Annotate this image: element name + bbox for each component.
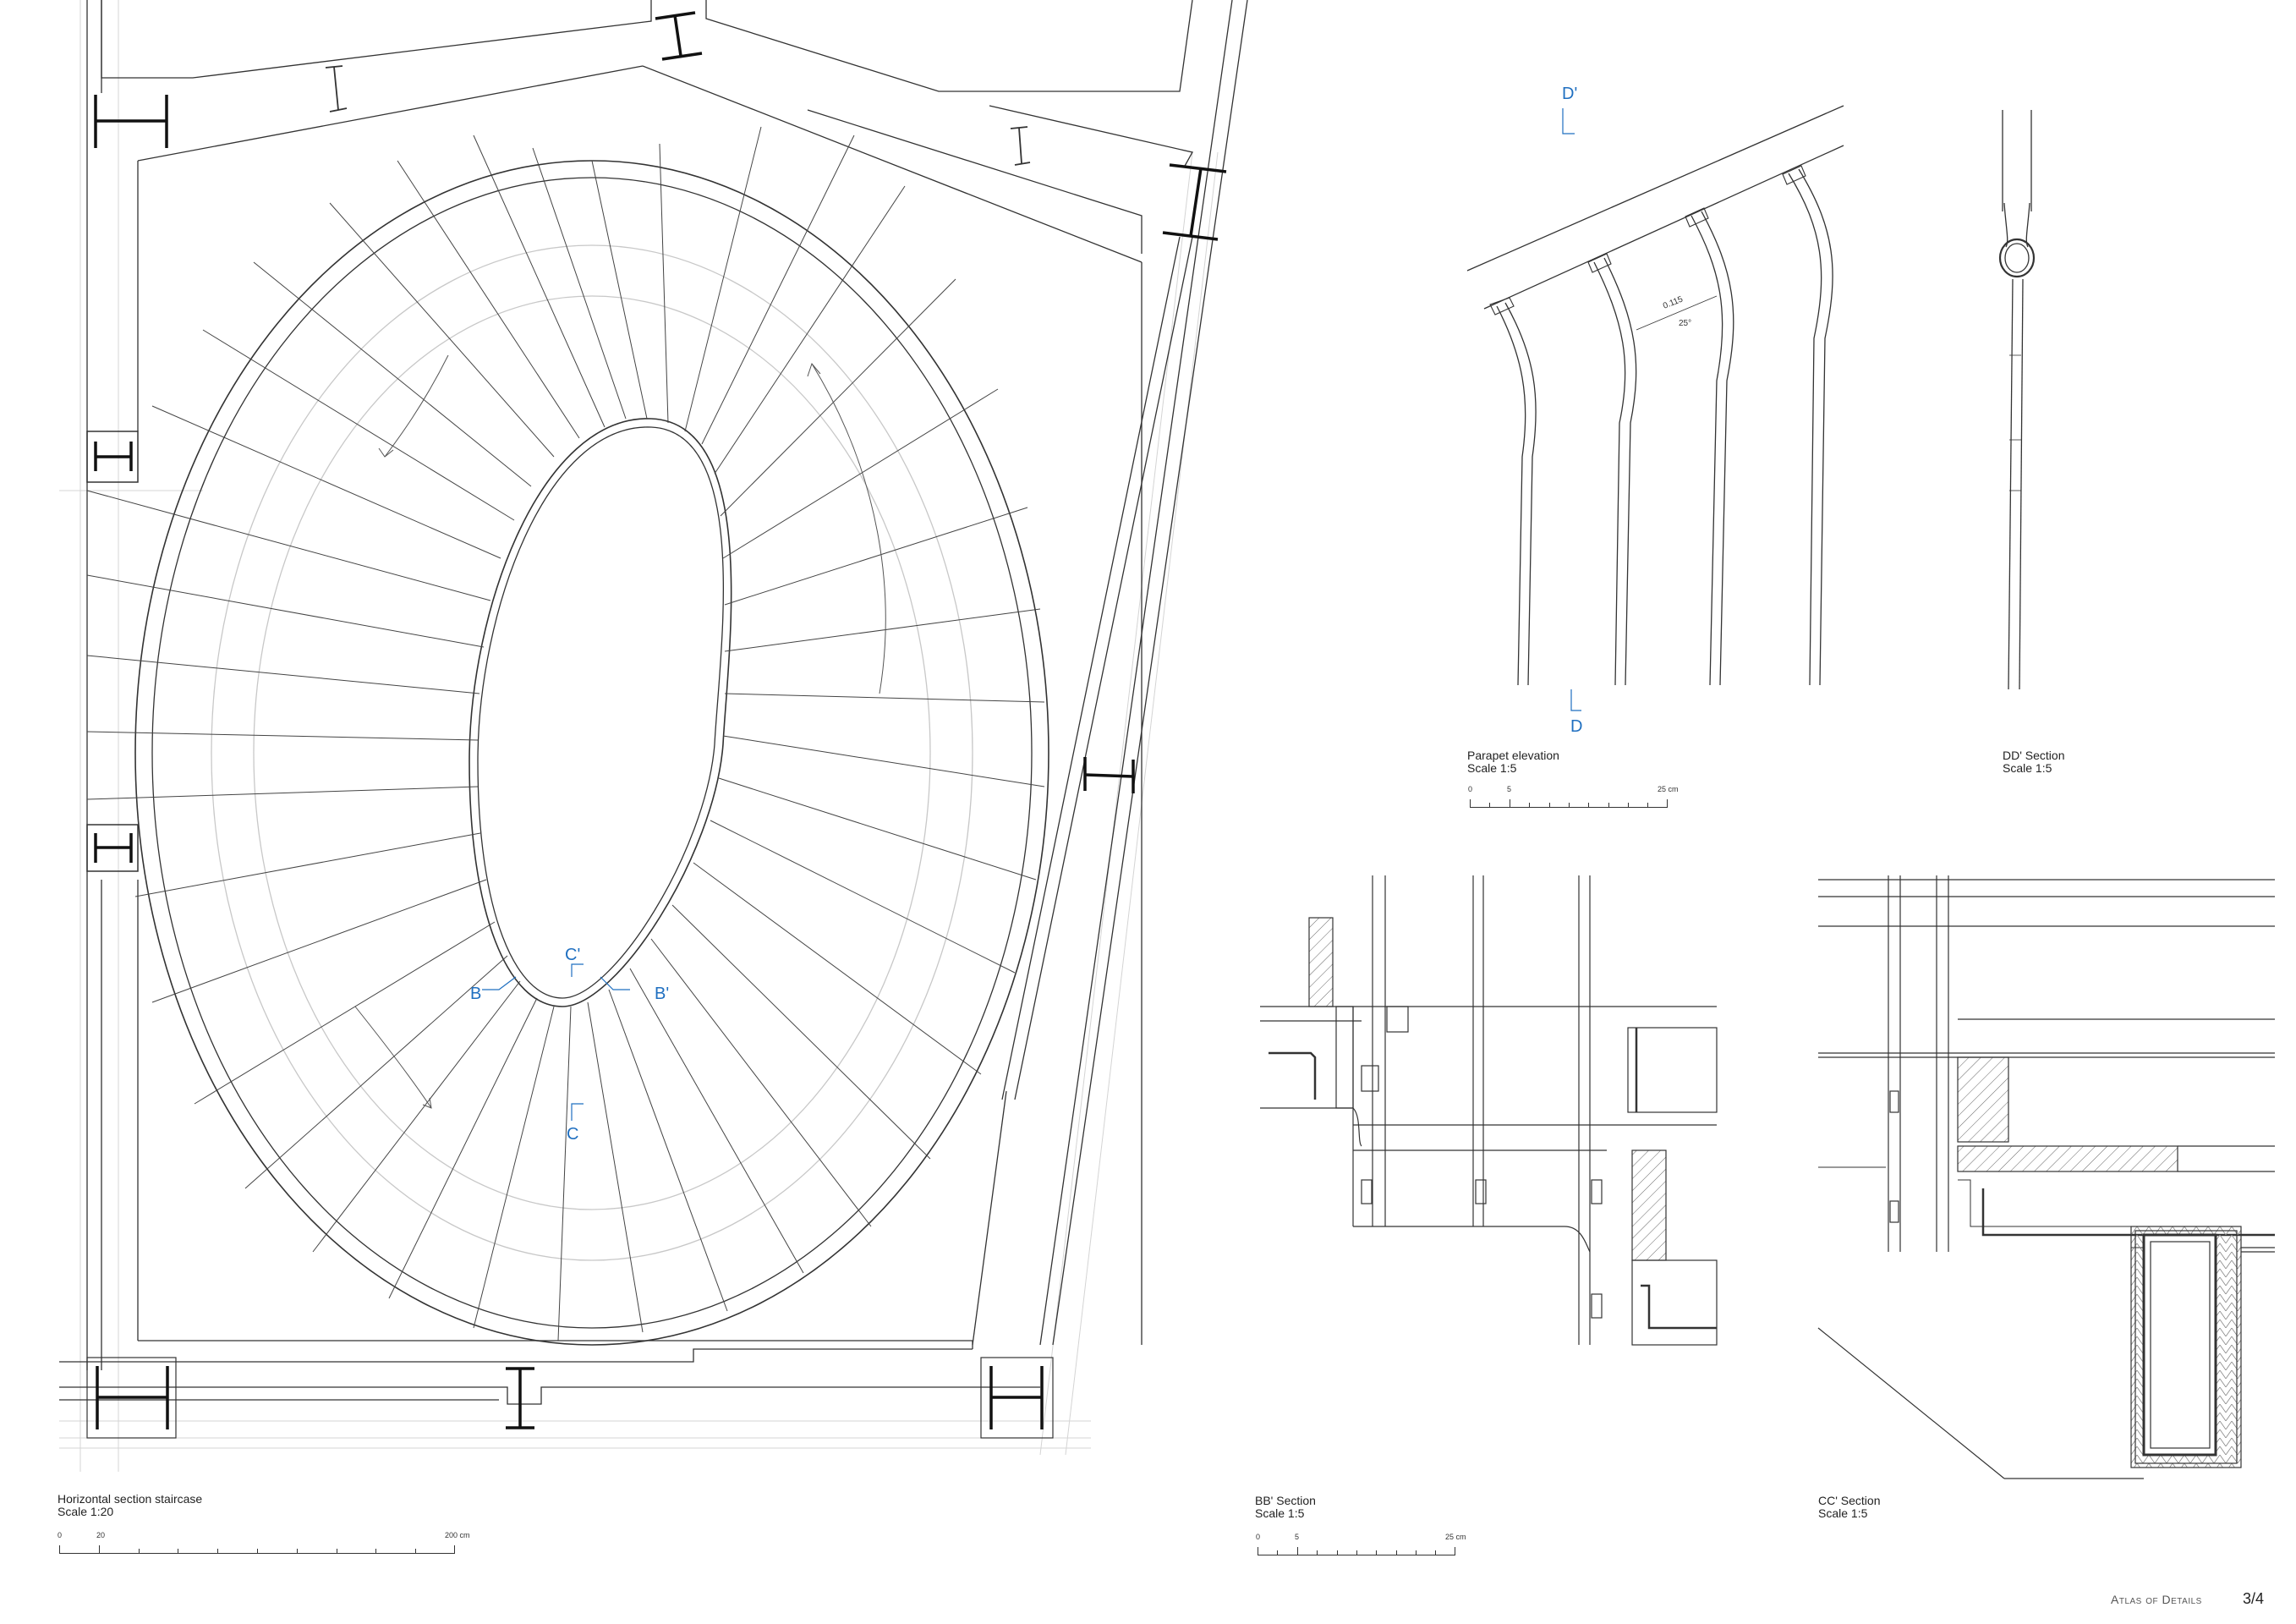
bb-caption: BB' Section Scale 1:5 bbox=[1255, 1495, 1316, 1520]
plan-scale: Scale 1:20 bbox=[58, 1505, 114, 1518]
dd-scale: Scale 1:5 bbox=[2003, 761, 2052, 775]
page-number: 3/4 bbox=[2243, 1590, 2265, 1607]
parapet-scale: Scale 1:5 bbox=[1467, 761, 1517, 775]
parapet-dimension-length: 0.115 bbox=[1662, 294, 1685, 310]
cc-title: CC' Section bbox=[1818, 1494, 1881, 1507]
bb-section-drawing bbox=[1260, 875, 1718, 1346]
plan-scalebar-label-0: 0 bbox=[58, 1531, 63, 1539]
section-marker-d-bottom: D bbox=[1570, 717, 1583, 736]
publication-name: Atlas of Details bbox=[2111, 1593, 2202, 1606]
parapet-scalebar-label-1: 5 bbox=[1507, 785, 1512, 793]
section-marker-b-right: B' bbox=[655, 985, 670, 1003]
plan-scalebar: 0 20 200 cm bbox=[58, 1531, 470, 1565]
bb-scalebar-label-0: 0 bbox=[1256, 1533, 1261, 1541]
cc-scale: Scale 1:5 bbox=[1818, 1506, 1868, 1520]
parapet-scalebar: 0 5 25 cm bbox=[1468, 785, 1679, 819]
bb-scale: Scale 1:5 bbox=[1255, 1506, 1305, 1520]
dd-title: DD' Section bbox=[2003, 749, 2065, 762]
bb-scalebar-label-2: 25 cm bbox=[1445, 1533, 1466, 1541]
parapet-elevation-drawing: 0.115 25° bbox=[1466, 105, 1844, 686]
parapet-dimension-angle: 25° bbox=[1679, 319, 1691, 328]
section-marker-c-bottom: C bbox=[567, 1125, 579, 1144]
bb-title: BB' Section bbox=[1255, 1494, 1316, 1507]
cc-section-drawing bbox=[1817, 875, 2275, 1479]
dd-caption: DD' Section Scale 1:5 bbox=[2003, 749, 2064, 775]
plan-scalebar-label-1: 20 bbox=[96, 1531, 106, 1539]
section-marker-c-top: C' bbox=[565, 946, 581, 964]
parapet-title: Parapet elevation bbox=[1467, 749, 1559, 762]
section-marker-b-left: B bbox=[470, 985, 482, 1003]
dd-section-drawing bbox=[1998, 110, 2036, 690]
plan-staircase-drawing bbox=[59, 0, 1248, 1472]
parapet-caption: Parapet elevation Scale 1:5 bbox=[1467, 749, 1559, 775]
cc-caption: CC' Section Scale 1:5 bbox=[1818, 1495, 1880, 1520]
parapet-scalebar-label-0: 0 bbox=[1468, 785, 1473, 793]
plan-scalebar-label-2: 200 cm bbox=[445, 1531, 470, 1539]
plan-title: Horizontal section staircase bbox=[58, 1492, 203, 1506]
parapet-scalebar-label-2: 25 cm bbox=[1658, 785, 1679, 793]
section-marker-lines bbox=[482, 108, 1581, 1121]
bb-scalebar-label-1: 5 bbox=[1295, 1533, 1300, 1541]
plan-caption: Horizontal section staircase Scale 1:20 bbox=[58, 1493, 202, 1518]
section-marker-d-top: D' bbox=[1562, 85, 1578, 103]
bb-scalebar: 0 5 25 cm bbox=[1256, 1533, 1466, 1566]
